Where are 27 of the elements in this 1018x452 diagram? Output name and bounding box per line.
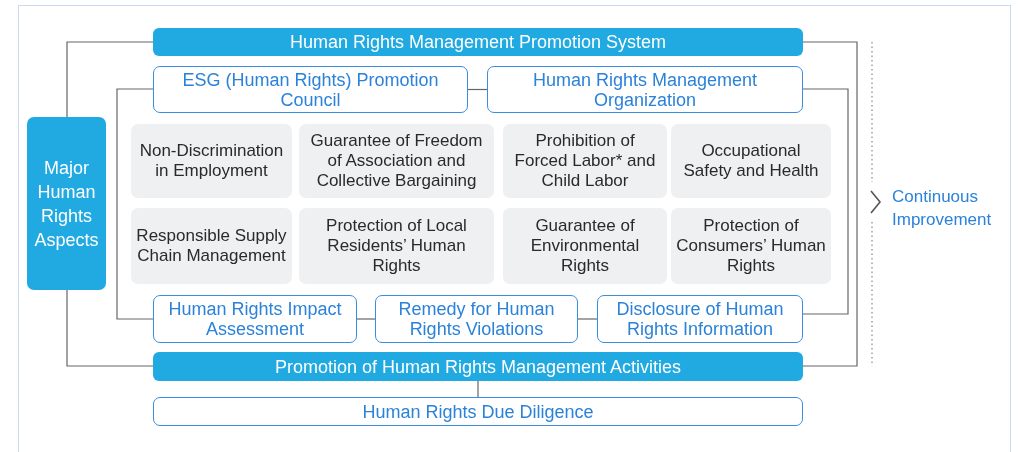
- connector-line: [356, 318, 376, 320]
- process-box: ESG (Human Rights) Promotion Council: [153, 66, 468, 113]
- connector-line: [802, 41, 858, 367]
- aspect-card: Protection of Consumers’ Human Rights: [671, 208, 831, 284]
- aspect-card: Responsible Supply Chain Management: [131, 208, 292, 284]
- connector-line: [66, 289, 154, 367]
- connector-line: [116, 88, 154, 320]
- process-box: Remedy for Human Rights Violations: [375, 295, 578, 343]
- cycle-label: Continuous Improvement: [892, 186, 993, 231]
- connector-line: [467, 88, 488, 91]
- process-box: Human Rights Impact Assessment: [153, 295, 357, 343]
- title-bar: Human Rights Management Promotion System: [153, 28, 803, 56]
- aspect-card: Guarantee of Environmental Rights: [503, 208, 667, 284]
- connector-line: [66, 41, 154, 118]
- process-box: Human Rights Management Organization: [487, 66, 803, 113]
- aspect-card: Prohibition of Forced Labor* and Child Labor: [503, 124, 667, 198]
- aspect-card: Occupational Safety and Health: [671, 124, 831, 198]
- category-panel: Major Human Rights Aspects: [27, 117, 106, 290]
- process-box: Human Rights Due Diligence: [153, 397, 803, 426]
- connector-line: [802, 88, 849, 315]
- connector-line: [477, 380, 479, 398]
- connector-line: [577, 318, 598, 320]
- aspect-card: Non-Discrimination in Employment: [131, 124, 292, 198]
- aspect-card: Protection of Local Residents’ Human Rights: [299, 208, 494, 284]
- title-bar: Promotion of Human Rights Management Activities: [153, 352, 803, 381]
- aspect-card: Guarantee of Freedom of Association and Collective Bargaining: [299, 124, 494, 198]
- process-box: Disclosure of Human Rights Information: [597, 295, 803, 343]
